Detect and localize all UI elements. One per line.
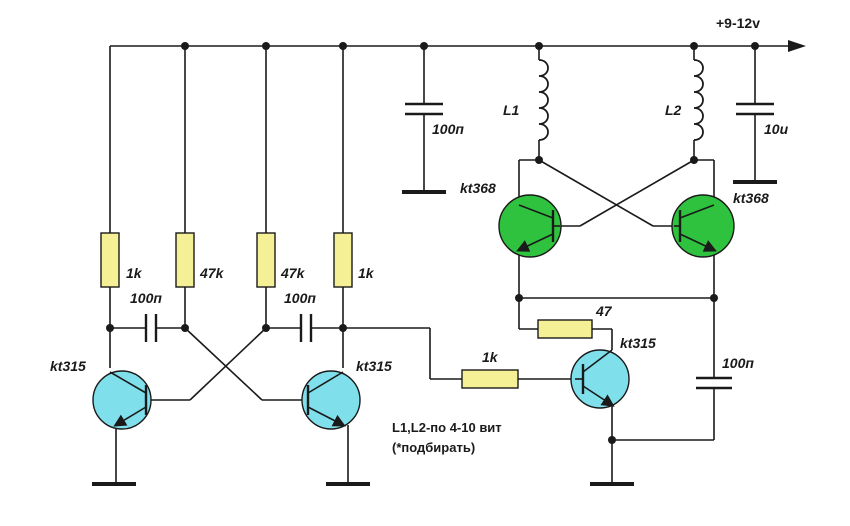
capacitor-output [696, 376, 732, 390]
transistor-left-1-label: kt315 [50, 358, 86, 374]
resistor-r4 [333, 232, 353, 288]
resistor-r4-label: 1k [358, 265, 375, 281]
resistor-r3-label: 47k [280, 265, 306, 281]
coil-note-line-2: (*подбирать) [392, 440, 475, 455]
supply-arrow-icon [788, 40, 806, 52]
capacitor-c2 [299, 314, 313, 342]
transistor-left-1 [92, 370, 152, 430]
resistor-emitter [537, 319, 593, 339]
resistor-r2-label: 47k [199, 265, 225, 281]
resistor-r1 [100, 232, 120, 288]
resistor-r2 [175, 232, 195, 288]
transistor-osc-2 [671, 194, 735, 258]
transistor-osc-1-label: kt368 [460, 180, 496, 196]
transistor-osc-2-label: kt368 [733, 190, 769, 206]
coil-note-line-1: L1,L2-по 4-10 вит [392, 420, 502, 435]
transistor-driver-label: kt315 [620, 335, 656, 351]
coil-l1 [538, 59, 549, 141]
coil-l2 [693, 59, 704, 141]
resistor-base-label: 1k [482, 349, 499, 365]
capacitor-supply-1-label: 100п [432, 121, 464, 137]
resistor-r3 [256, 232, 276, 288]
capacitor-c2-label: 100п [284, 290, 316, 306]
coil-l1-label: L1 [503, 102, 520, 118]
left-junctions [106, 324, 347, 332]
capacitor-c1 [144, 314, 158, 342]
capacitor-supply-1 [405, 102, 443, 116]
transistor-left-2 [301, 370, 361, 430]
supply-rail [110, 40, 806, 52]
coil-l2-label: L2 [665, 102, 682, 118]
capacitor-output-label: 100п [722, 355, 754, 371]
supply-label: +9-12v [716, 15, 760, 31]
capacitor-supply-2-label: 10u [764, 121, 789, 137]
resistor-r1-label: 1k [126, 265, 143, 281]
transistor-left-2-label: kt315 [356, 358, 392, 374]
transistor-driver [570, 349, 630, 409]
resistor-emitter-label: 47 [595, 303, 613, 319]
left-wires [109, 46, 575, 483]
capacitor-c1-label: 100п [130, 290, 162, 306]
transistor-osc-1 [498, 194, 562, 258]
right-wires [423, 46, 756, 483]
capacitor-supply-2 [736, 102, 774, 116]
right-junctions [515, 156, 718, 444]
resistor-base [461, 369, 519, 389]
